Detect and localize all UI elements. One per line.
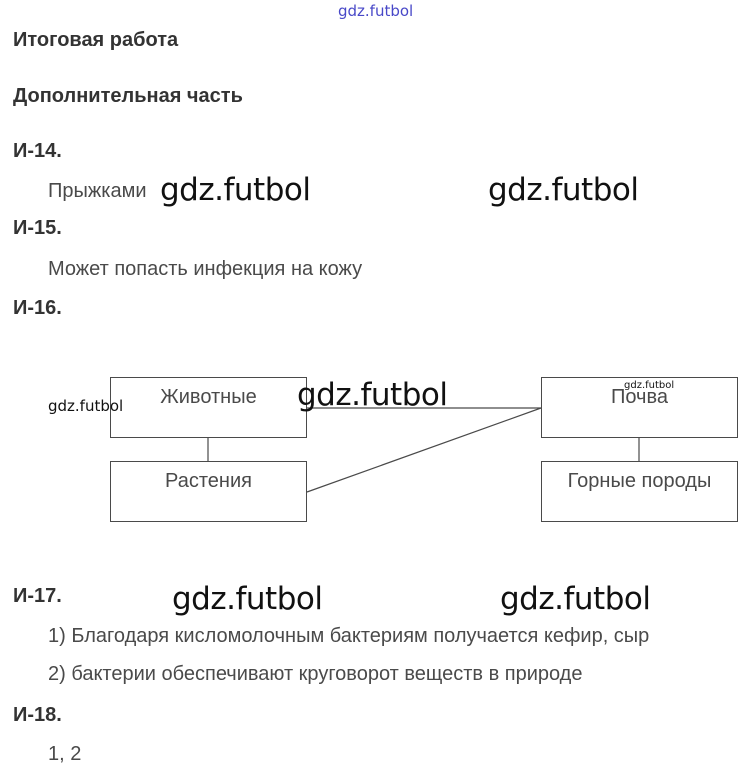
diagram-label-plants: Растения <box>165 470 252 492</box>
diagram-box-rocks: Горные породы <box>541 461 738 522</box>
diagram-box-plants: Растения <box>110 461 307 522</box>
diagram-box-animals: Животные <box>110 377 307 438</box>
question-label-15: И-15. <box>13 217 62 239</box>
watermark-top: gdz.futbol <box>338 2 414 20</box>
answer-14: Прыжками <box>48 180 147 202</box>
diagram-label-animals: Животные <box>160 386 257 408</box>
answer-17-1: 1) Благодаря кисломолочным бактериям пол… <box>48 625 650 647</box>
answer-17-2: 2) бактерии обеспечивают круговорот веще… <box>48 663 583 685</box>
connector-plants-soil <box>306 407 542 493</box>
watermark: gdz.futbol <box>624 380 675 391</box>
diagram-box-soil: Почва <box>541 377 738 438</box>
page-title: Итоговая работа <box>13 29 179 51</box>
watermark: gdz.futbol <box>48 397 124 415</box>
answer-15: Может попасть инфекция на кожу <box>48 258 363 280</box>
section-title: Дополнительная часть <box>13 85 243 107</box>
diagram-label-rocks: Горные породы <box>567 470 712 492</box>
watermark: gdz.futbol <box>160 172 311 208</box>
answer-18: 1, 2 <box>48 743 82 765</box>
question-label-18: И-18. <box>13 704 62 726</box>
question-label-14: И-14. <box>13 140 62 162</box>
watermark: gdz.futbol <box>500 581 651 617</box>
watermark: gdz.futbol <box>488 172 639 208</box>
question-label-17: И-17. <box>13 585 62 607</box>
watermark: gdz.futbol <box>172 581 323 617</box>
question-label-16: И-16. <box>13 297 62 319</box>
diagram-label-soil: Почва <box>610 386 668 408</box>
watermark: gdz.futbol <box>297 377 448 413</box>
